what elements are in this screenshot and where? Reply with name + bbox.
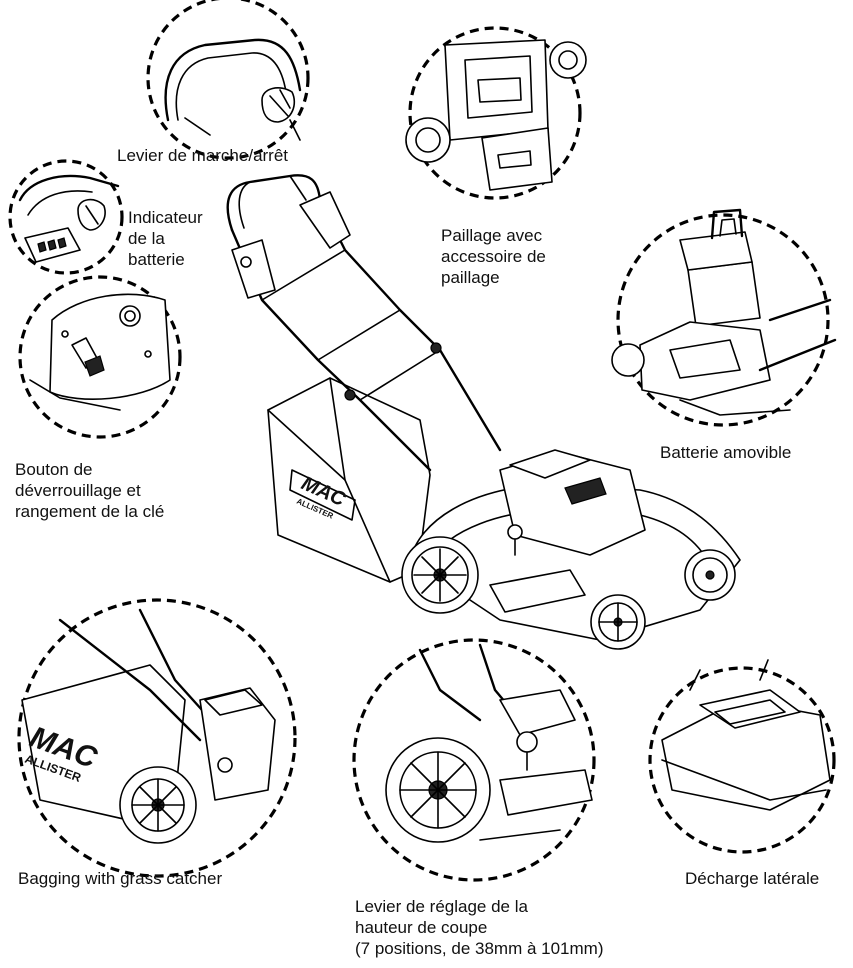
detail-unlock-button [18,275,182,439]
key-panel [231,239,276,299]
main-mower-drawing: MAC ALLISTER [226,174,741,650]
label-removable-battery: Batterie amovible [660,443,792,462]
detail-on-off-lever [146,0,310,160]
label-unlock-button: Bouton de déverrouillage et rangement de… [15,460,165,521]
label-side-discharge: Décharge latérale [685,869,820,888]
detail-side-discharge [648,659,836,854]
label-height-lever: Levier de réglage de la hauteur de coupe… [355,897,604,958]
label-mulching: Paillage avec accessoire de paillage [441,226,546,287]
detail-removable-battery [611,208,837,427]
label-on-off-lever: Levier de marche/arrêt [117,146,289,165]
on-off-switch-box [299,191,351,249]
label-bagging: Bagging with grass catcher [18,869,223,888]
mower-deck [409,484,741,641]
detail-battery-indicator [8,159,124,275]
discharge-flap [489,569,586,613]
label-battery-indicator: Indicateur de la batterie [128,208,203,269]
grass-catcher-bag [267,377,431,583]
detail-height-lever [352,638,596,882]
detail-bagging: MAC ALLISTER [17,598,297,878]
detail-mulching [405,26,587,200]
